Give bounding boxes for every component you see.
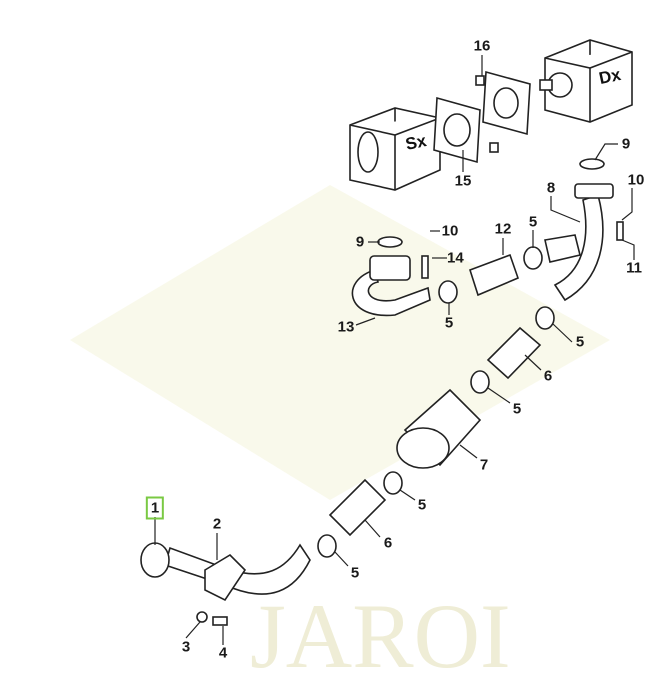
callout-5[interactable]: 5 <box>512 400 522 418</box>
callout-12[interactable]: 12 <box>494 220 512 238</box>
callout-2[interactable]: 2 <box>212 515 222 533</box>
watermark-diamond <box>70 185 610 500</box>
callout-15[interactable]: 15 <box>454 172 472 190</box>
callout-5[interactable]: 5 <box>417 496 427 514</box>
o-ring-9 <box>579 158 605 170</box>
callout-5[interactable]: 5 <box>444 314 454 332</box>
callout-9[interactable]: 9 <box>621 135 631 153</box>
callout-6[interactable]: 6 <box>383 534 393 552</box>
callout-10[interactable]: 10 <box>627 171 645 189</box>
callout-9[interactable]: 9 <box>355 233 365 251</box>
callout-5[interactable]: 5 <box>350 564 360 582</box>
callout-1[interactable]: 1 <box>145 496 165 520</box>
callout-11[interactable]: 11 <box>626 259 642 277</box>
o-ring-9b <box>377 236 403 248</box>
pipe-13 <box>351 269 431 317</box>
pump-label-sx: Sx <box>403 131 429 154</box>
callout-13[interactable]: 13 <box>337 318 355 336</box>
gasket-1 <box>140 542 170 578</box>
pipe-2 <box>164 543 311 595</box>
watermark-logo: JAROI <box>250 585 511 684</box>
callout-3[interactable]: 3 <box>181 638 191 656</box>
hose-6-lower <box>328 478 387 537</box>
callout-8[interactable]: 8 <box>546 179 556 197</box>
hose-12 <box>469 253 520 297</box>
hose-6-upper <box>486 326 542 380</box>
pump-dx <box>539 39 633 123</box>
pump-sx <box>349 107 441 191</box>
callout-5[interactable]: 5 <box>528 213 538 231</box>
callout-16[interactable]: 16 <box>473 37 491 55</box>
callout-6[interactable]: 6 <box>543 367 553 385</box>
callout-4[interactable]: 4 <box>218 644 228 662</box>
callout-5[interactable]: 5 <box>575 333 585 351</box>
callout-10[interactable]: 10 <box>441 222 459 240</box>
callout-14[interactable]: 14 <box>447 249 464 267</box>
callout-7[interactable]: 7 <box>479 456 489 474</box>
pipe-8 <box>553 193 604 302</box>
